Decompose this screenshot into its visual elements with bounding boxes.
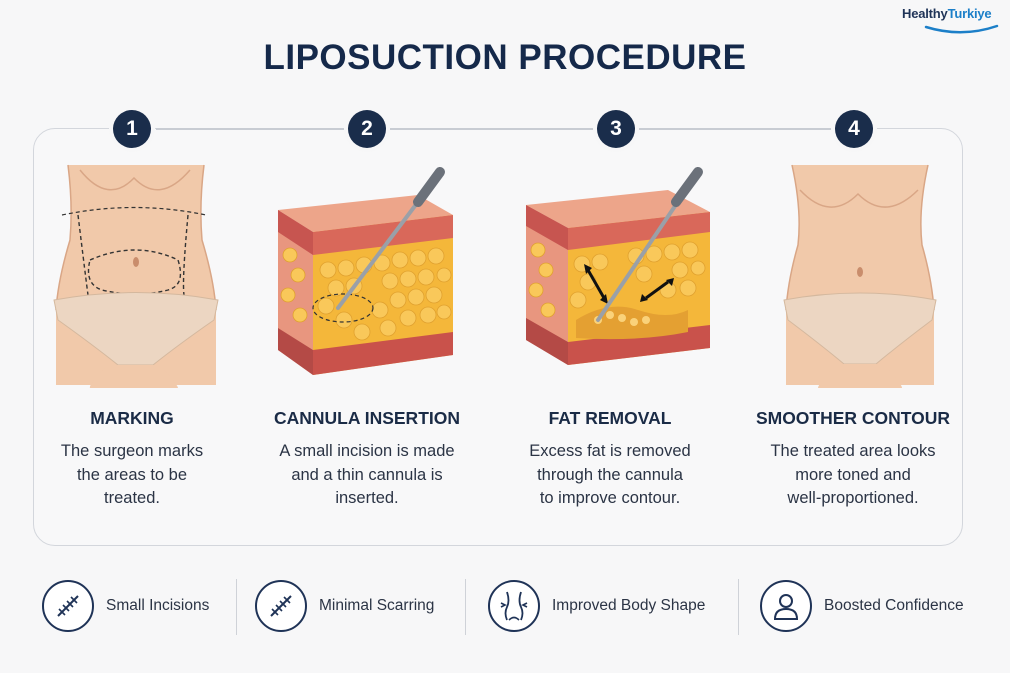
step-description-line: more toned and	[795, 465, 911, 484]
step-description: A small incision is made and a thin cann…	[254, 440, 480, 511]
smooth-contour-torso-illustration	[783, 164, 937, 388]
benefit-label: Minimal Scarring	[319, 597, 435, 614]
scar-icon	[255, 580, 307, 632]
fat-removal-illustration	[526, 167, 710, 365]
step-number-badge: 4	[835, 110, 873, 148]
person-icon	[760, 580, 812, 632]
step-description-line: The surgeon marks	[60, 442, 204, 460]
step-number-badge: 1	[113, 110, 151, 148]
step-description-line: and a thin cannula is	[291, 465, 443, 484]
benefit-label: Improved Body Shape	[552, 597, 706, 614]
step-number-badge: 2	[348, 110, 386, 148]
cannula-insertion-illustration	[278, 167, 453, 375]
divider	[465, 579, 466, 635]
step-description-line: the areas to be	[76, 465, 188, 484]
divider	[236, 579, 237, 635]
step-description: The surgeon marks the areas to be treate…	[32, 440, 232, 511]
brand-name-part2: Turkiye	[947, 6, 992, 21]
brand-name-part1: Healthy	[902, 6, 948, 21]
step-description-line: treated.	[104, 489, 160, 507]
benefit-item: Small Incisions	[42, 575, 209, 637]
step-connector	[156, 128, 350, 130]
step-title: CANNULA INSERTION	[273, 408, 460, 428]
step-connector	[634, 128, 836, 130]
benefit-label: Boosted Confidence	[824, 597, 964, 614]
step-description-line: The treated area looks	[770, 442, 936, 460]
step-title: FAT REMOVAL	[548, 408, 672, 428]
benefit-item: Improved Body Shape	[488, 575, 705, 637]
page-title: LIPOSUCTION PROCEDURE	[263, 38, 747, 77]
step-number-badge: 3	[597, 110, 635, 148]
step-description: Excess fat is removed through the cannul…	[510, 440, 710, 511]
marking-torso-illustration	[53, 164, 219, 388]
brand-logo: HealthyTurkiye	[902, 6, 1002, 36]
step-description-line: through the cannula	[537, 465, 683, 484]
stitches-icon	[42, 580, 94, 632]
benefit-item: Minimal Scarring	[255, 575, 434, 637]
step-description-line: inserted.	[335, 489, 399, 507]
step-connector	[386, 128, 598, 130]
step-title: SMOOTHER CONTOUR	[755, 408, 951, 428]
step-description-line: to improve contour.	[539, 489, 681, 507]
step-description-line: A small incision is made	[279, 442, 455, 460]
step-title: MARKING	[90, 408, 174, 428]
brand-swoosh-icon	[924, 24, 999, 34]
benefit-label: Small Incisions	[106, 597, 210, 614]
step-description: The treated area looks more toned and we…	[743, 440, 963, 511]
divider	[738, 579, 739, 635]
step-description-line: well-proportioned.	[787, 489, 919, 507]
body-shape-icon	[488, 580, 540, 632]
benefit-item: Boosted Confidence	[760, 575, 964, 637]
step-description-line: Excess fat is removed	[529, 442, 691, 460]
benefits-row: Small Incisions Minimal Scarring Improve…	[0, 575, 1010, 637]
